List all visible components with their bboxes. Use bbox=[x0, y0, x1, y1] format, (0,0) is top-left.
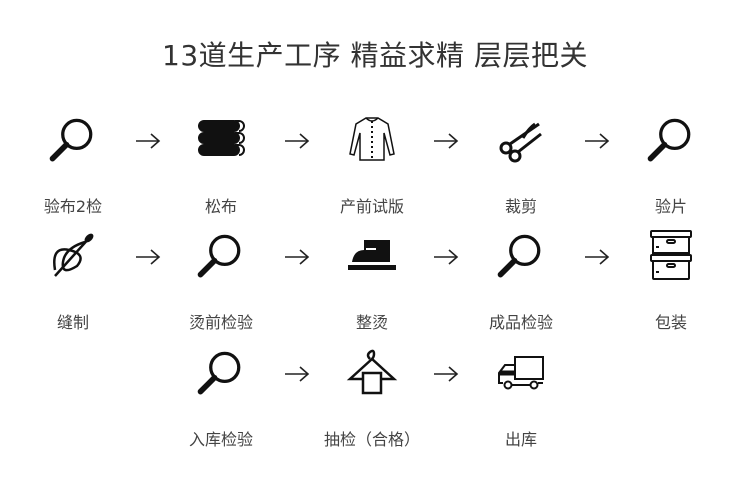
step-fabric-inspection: 验布2检 bbox=[8, 112, 138, 217]
scissors-icon bbox=[456, 112, 586, 168]
step-label: 验片 bbox=[654, 197, 687, 216]
step-pre-production-sample: 产前试版 bbox=[307, 112, 437, 217]
step-label: 包装 bbox=[654, 313, 687, 332]
needle-thread-icon bbox=[8, 228, 138, 284]
step-finished-inspection: 成品检验 bbox=[456, 228, 586, 333]
step-label: 成品检验 bbox=[488, 313, 553, 332]
magnifier-icon bbox=[156, 228, 286, 284]
step-label: 产前试版 bbox=[339, 197, 404, 216]
step-cutting: 裁剪 bbox=[456, 112, 586, 217]
step-label: 入库检验 bbox=[188, 430, 253, 449]
fabric-stack-icon bbox=[156, 112, 286, 168]
step-piece-inspection: 验片 bbox=[606, 112, 736, 217]
truck-icon bbox=[456, 345, 586, 401]
shirt-icon bbox=[307, 112, 437, 168]
hanger-icon bbox=[307, 345, 437, 401]
step-shipping: 出库 bbox=[456, 345, 586, 450]
step-relax-fabric: 松布 bbox=[156, 112, 286, 217]
step-ironing: 整烫 bbox=[307, 228, 437, 333]
step-label: 松布 bbox=[204, 197, 237, 216]
step-label: 烫前检验 bbox=[188, 313, 253, 332]
step-warehouse-inspection: 入库检验 bbox=[156, 345, 286, 450]
step-label: 裁剪 bbox=[504, 197, 537, 216]
step-label: 出库 bbox=[504, 430, 537, 449]
step-label: 缝制 bbox=[56, 313, 89, 332]
magnifier-icon bbox=[156, 345, 286, 401]
step-label: 抽检（合格） bbox=[323, 430, 420, 449]
step-label: 整烫 bbox=[355, 313, 388, 332]
step-pre-ironing-inspection: 烫前检验 bbox=[156, 228, 286, 333]
magnifier-icon bbox=[8, 112, 138, 168]
magnifier-icon bbox=[456, 228, 586, 284]
boxes-icon bbox=[606, 228, 736, 284]
magnifier-icon bbox=[606, 112, 736, 168]
step-packaging: 包装 bbox=[606, 228, 736, 333]
step-sewing: 缝制 bbox=[8, 228, 138, 333]
page-title: 13道生产工序 精益求精 层层把关 bbox=[162, 39, 588, 72]
step-label: 验布2检 bbox=[43, 197, 103, 216]
step-sampling-check: 抽检（合格） bbox=[307, 345, 437, 450]
iron-icon bbox=[307, 228, 437, 284]
